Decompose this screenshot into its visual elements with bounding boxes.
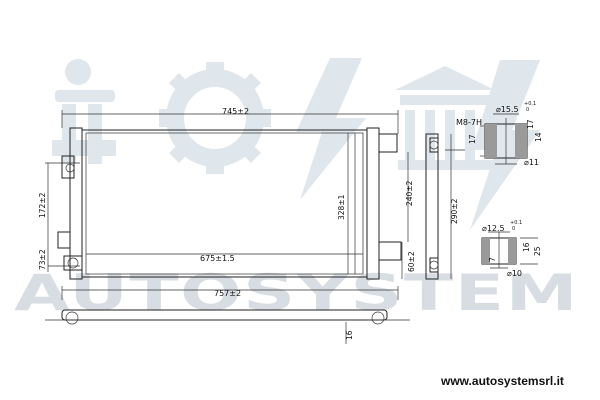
tolerance-zero: 0: [526, 107, 529, 113]
watermark-building-icon: [395, 66, 495, 170]
fitting-section-right: [515, 124, 527, 158]
dim-top-width: 745±2: [222, 107, 249, 116]
outlet-fitting: [63, 255, 83, 271]
diameter-10: ⌀10: [507, 269, 522, 278]
dim-25: 25: [533, 246, 542, 256]
thread-label: M8-7H: [456, 118, 482, 127]
watermark-text: AUTOSYSTEM: [14, 264, 579, 322]
website-url: www.autosystemsrl.it: [440, 374, 564, 388]
side-view-fitting-top-hole: [429, 140, 439, 150]
bracket-bottom-right: [378, 241, 402, 261]
tolerance-plus: +0.1: [524, 101, 536, 107]
bracket-top-right: [378, 133, 398, 153]
left-tank: [69, 127, 83, 280]
dimension-lines: [47, 110, 452, 344]
side-view-body: [425, 133, 439, 280]
dim-17-left: 17: [468, 134, 477, 144]
dim-17-right: 17: [526, 119, 535, 129]
tolerance-zero: 0: [512, 226, 515, 232]
dim-core-height: 328±1: [337, 194, 346, 220]
dim-left-73: 73±2: [38, 249, 47, 270]
watermark-gear-icon: [159, 62, 271, 174]
pipe-section-left: [482, 238, 490, 264]
inlet-fitting: [57, 231, 71, 249]
tolerance-plus: +0.1: [510, 220, 522, 226]
diameter-11: ⌀11: [524, 158, 539, 167]
dim-bottom-60: 60±2: [407, 251, 416, 272]
outlet-hole: [67, 257, 79, 269]
radiator-front-view: [45, 127, 402, 280]
watermark-figure-icon: [52, 59, 116, 164]
top-view-pipe-right: [371, 311, 385, 325]
fitting-section-left: [485, 124, 497, 158]
pipe-section-right: [508, 238, 516, 264]
top-view-pipe-left: [65, 311, 79, 325]
radiator-top-view: [45, 309, 410, 325]
dim-16: 16: [522, 242, 531, 252]
detail-pipe-fitting: ⌀12.5 +0.1 0 16 25 ⌀10 7: [481, 220, 542, 278]
dim-overall-width: 757±2: [214, 289, 241, 298]
watermark-graphics: AUTOSYSTEM: [14, 58, 579, 322]
diameter-15-5: ⌀15.5: [496, 105, 519, 114]
watermark-bolt-icon: [296, 58, 366, 200]
dim-height-240: 240±2: [405, 180, 414, 206]
dim-left-172: 172±2: [38, 192, 47, 218]
radiator-side-view: [425, 133, 465, 280]
dim-14: 14: [534, 132, 543, 142]
detail-threaded-fitting: M8-7H ⌀15.5 +0.1 0 17 17 14 ⌀11: [456, 101, 543, 167]
dim-core-width: 675±1.5: [200, 254, 235, 263]
watermark-bolt-icon: [470, 60, 540, 230]
right-tank: [366, 127, 380, 280]
dim-height-290: 290±2: [450, 198, 459, 224]
side-view-fitting-bottom-hole: [429, 260, 439, 270]
radiator-core-inner: [85, 132, 364, 275]
diameter-12-5: ⌀12.5: [482, 224, 505, 233]
dimension-texts: 745±2 675±1.5 757±2 328±1 240±2 290±2 17…: [38, 107, 459, 340]
dim-pipe-16: 16: [345, 330, 354, 340]
bracket-hole: [65, 163, 75, 173]
dim-7: 7: [488, 257, 497, 262]
